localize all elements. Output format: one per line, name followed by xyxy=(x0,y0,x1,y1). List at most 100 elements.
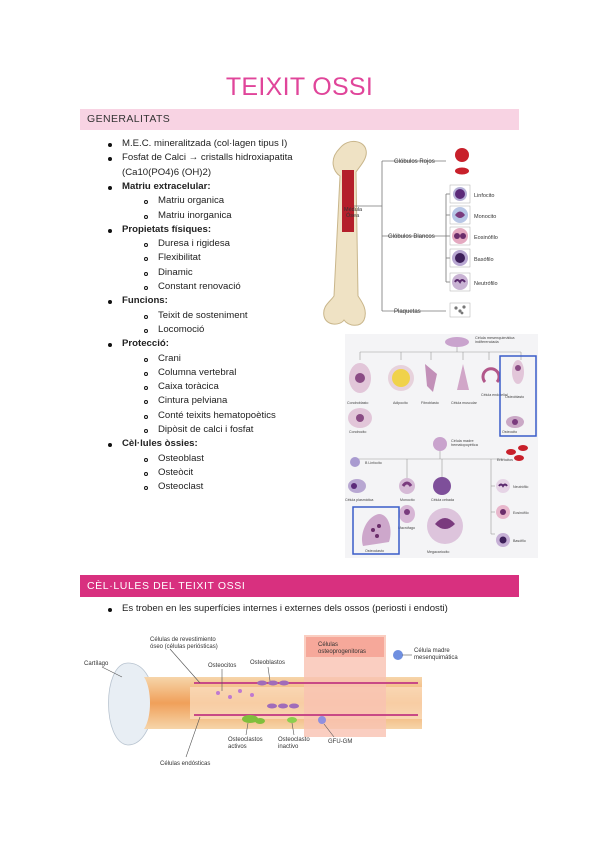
label-plasmatica: Célula plasmática xyxy=(345,498,373,502)
label-revest1: Células de revestimiento xyxy=(150,637,216,643)
label-madre-mes: Célula mesenquimática xyxy=(475,336,515,340)
red-cell-side xyxy=(455,167,469,175)
osteoclast-cell xyxy=(361,514,391,546)
list-item: Fosfat de Calci → cristalls hidroxiapati… xyxy=(122,152,293,164)
fibroblast-cell xyxy=(425,364,437,392)
sub-list-item: Conté teixits hematopoètics xyxy=(158,409,276,421)
label-cartilago: Cartílago xyxy=(84,661,109,667)
sub-list-item: Constant renovació xyxy=(158,281,241,292)
sub-bullet xyxy=(144,257,148,262)
osteoblasts xyxy=(257,680,299,709)
label-osteoclastos2: activos xyxy=(228,744,247,750)
sub-bullet xyxy=(144,271,148,276)
active-osteoclasts xyxy=(242,715,265,724)
list-item-continuation: (Ca10(PO4)6 (OH)2) xyxy=(122,166,212,178)
bullet xyxy=(108,300,112,305)
sub-bullet xyxy=(144,414,148,419)
osteoclast-highlight-box xyxy=(352,506,400,555)
sub-bullet xyxy=(144,357,148,362)
sub-list-item: Duresa i rigidesa xyxy=(158,238,230,250)
sub-list-item: Matriu organica xyxy=(158,195,225,207)
list-item: Cèl·lules òssies: xyxy=(122,438,198,450)
label-eosinofilo-l: Eosinófilo xyxy=(513,511,529,515)
label-macrofago: Macrófago xyxy=(398,526,415,530)
sub-bullet xyxy=(144,314,148,319)
sub-list-item: Osteoclast xyxy=(158,481,204,493)
gfu-gm-cell xyxy=(318,716,326,724)
bullet xyxy=(108,157,112,162)
osteoblast-highlight-box xyxy=(499,355,537,437)
label-globulos-rojos: Glóbulos Rojos xyxy=(394,159,435,165)
label-eritrocitos: Eritrocitos xyxy=(497,458,513,462)
label-endosticas: Células endósticas xyxy=(160,761,210,767)
muscle-cell xyxy=(457,364,469,390)
bone-marrow-figure: Médula Ósea Glóbulos Rojos Glóbulos Blan… xyxy=(323,141,498,326)
hematopoietic-stem-cell xyxy=(433,437,447,451)
label-neutrofilo-l: Neutrófilo xyxy=(513,485,528,489)
label-linfocito-b: B Linfocito xyxy=(365,461,382,465)
sub-list-item: Columna vertebral xyxy=(158,366,237,378)
label-megacariocito: Megacariocito xyxy=(427,550,449,554)
mast-cell xyxy=(433,477,451,495)
sub-bullet xyxy=(144,371,148,376)
bullet xyxy=(108,185,112,190)
inactive-osteoclast xyxy=(287,717,297,723)
label-linfocito: Linfocito xyxy=(474,193,495,199)
label-gfu: GFU-GM xyxy=(328,739,352,745)
label-progen1: Células xyxy=(318,642,338,648)
red-cell xyxy=(455,148,469,162)
label-fibroblasto: Fibroblasto xyxy=(421,401,439,405)
list-item: Es troben en les superfícies internes i … xyxy=(122,603,448,614)
sub-list-item: Osteòcit xyxy=(158,466,194,478)
sub-bullet xyxy=(144,200,148,205)
sub-list-item: Osteoblast xyxy=(158,452,204,464)
list-item: Protecció: xyxy=(122,338,169,350)
label-madre-hem2: hematopoyética xyxy=(451,443,479,447)
label-muscular: Célula muscular xyxy=(451,401,478,405)
label-neutrofilo: Neutrófilo xyxy=(474,281,498,287)
sub-bullet xyxy=(144,486,148,491)
label-inactivo1: Osteoclasto xyxy=(278,737,310,743)
label-osteoclasto: Osteoclasto xyxy=(365,549,384,553)
list-item: Matriu extracelular: xyxy=(122,180,211,192)
osteoblast-cell xyxy=(512,360,524,384)
sub-list-item: Flexibilitat xyxy=(158,252,201,264)
label-madre-hem: Célula madre xyxy=(451,439,474,443)
erythrocytes xyxy=(506,445,528,461)
label-basofilo-l: Basófilo xyxy=(513,539,526,543)
label-condroblasto: Condroblasto xyxy=(347,401,368,405)
section-header-label: CÈL·LULES DEL TEIXIT OSSI xyxy=(87,580,246,592)
label-monocito: Monocito xyxy=(474,214,496,220)
monocyte-lineage-cell xyxy=(399,478,415,494)
label-osteoclastos1: Osteoclastos xyxy=(228,737,263,743)
label-globulos-blancos: Glóbulos Blancos xyxy=(388,234,435,240)
sub-list-item: Cintura pelviana xyxy=(158,395,228,407)
label-osteoblasto: Osteoblasto xyxy=(505,395,524,399)
label-inactivo2: inactivo xyxy=(278,744,299,750)
cell-lineage-figure: Célula mesenquimática indiferenciada Con… xyxy=(345,334,538,558)
sub-bullet xyxy=(144,214,148,219)
platelets xyxy=(454,305,466,315)
label-basofilo: Basófilo xyxy=(474,257,494,263)
label-madre2: mesenquimática xyxy=(414,655,458,661)
mesenchymal-stem-cell xyxy=(445,337,469,347)
sub-bullet xyxy=(144,400,148,405)
marrow-region xyxy=(342,170,354,232)
sub-list-item: Locomoció xyxy=(158,323,205,335)
label-revest2: óseo (células periósticas) xyxy=(150,644,218,650)
label-osea: Ósea xyxy=(346,212,360,219)
label-adipocito: Adipocito xyxy=(393,401,408,405)
sub-bullet xyxy=(144,471,148,476)
long-bone-figure: Cartílago Células de revestimiento óseo … xyxy=(84,635,458,767)
sub-list-item: Caixa toràcica xyxy=(158,381,219,393)
label-osteocito: Osteocito xyxy=(502,430,517,434)
section-header-cellules: CÈL·LULES DEL TEIXIT OSSI xyxy=(80,575,519,597)
label-osteoblastos: Osteoblastos xyxy=(250,660,285,666)
sub-bullet xyxy=(144,457,148,462)
sub-bullet xyxy=(144,328,148,333)
bullet xyxy=(108,143,112,147)
sub-list-item: Matriu inorganica xyxy=(158,209,232,221)
label-madre-mes2: indiferenciada xyxy=(475,340,500,344)
sub-bullet xyxy=(144,286,148,290)
sub-list-item: Dinamic xyxy=(158,266,193,278)
